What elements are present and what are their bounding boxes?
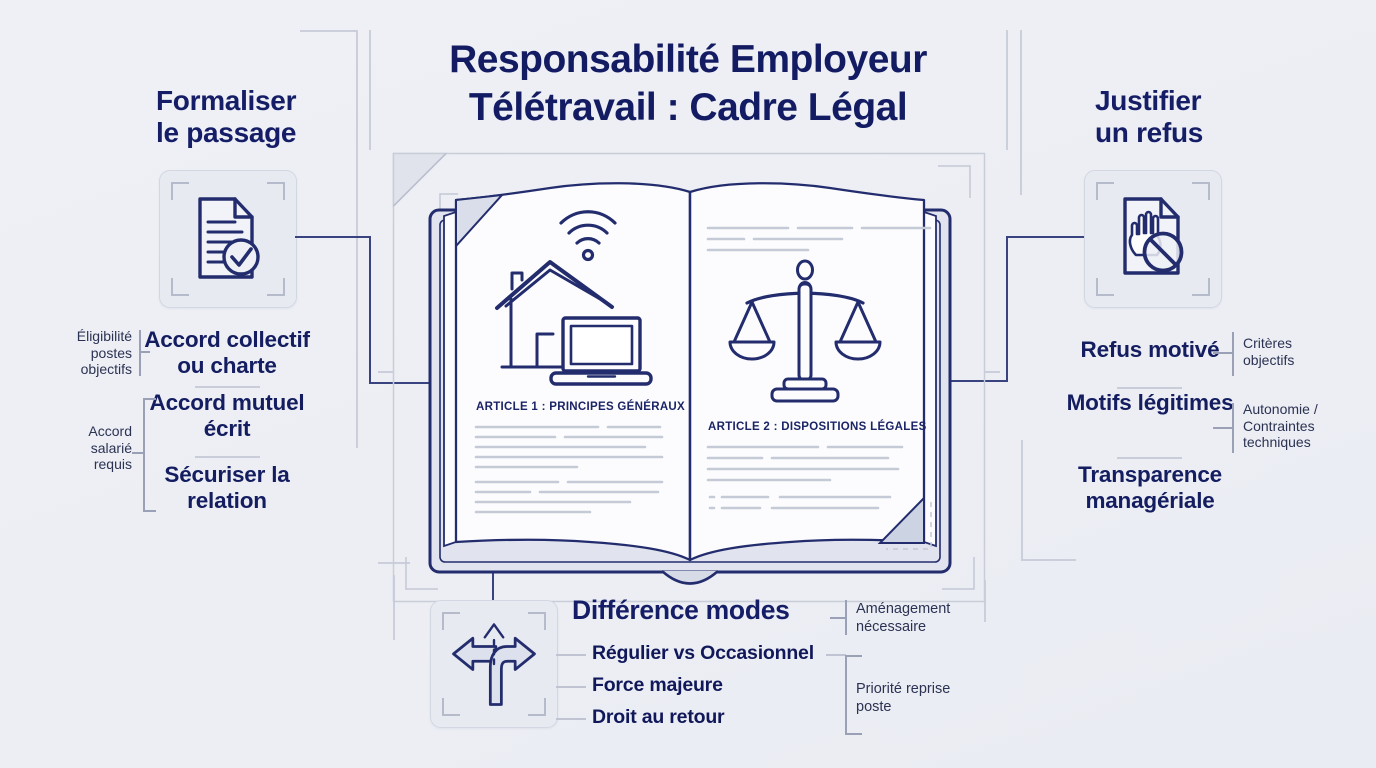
left-section-heading: Formaliser le passage [156,85,297,148]
corner-bracket [171,278,189,296]
frame-line [369,30,371,150]
connector-right [1007,236,1084,238]
item-divider [1117,457,1182,459]
label-bracket [830,617,845,619]
hand-stop-prohibition-icon [1123,197,1184,275]
connector-left [295,236,370,238]
placeholder-text-lines [706,445,904,510]
corner-bracket [1096,278,1114,296]
label-bracket [1213,427,1232,429]
frame-tick [393,575,395,640]
frame-line [1021,559,1076,561]
scales-of-justice-icon [728,259,882,403]
right-item-3: Transparence managériale [1078,462,1222,513]
label-bracket [143,398,156,400]
bottom-section-heading: Différence modes [572,595,790,625]
item-divider [195,386,260,388]
corner-bracket [528,612,546,630]
left-icon-card [159,170,297,308]
right-item-1: Refus motivé [1080,337,1220,362]
item-tick [556,718,586,720]
placeholder-text-lines [706,226,932,252]
connector-bottom [492,570,494,601]
label-bracket [845,600,847,635]
item-tick [556,686,586,688]
label-bracket [132,452,143,454]
frame-line [300,30,357,32]
item-divider [195,456,260,458]
frame-line [1021,440,1023,560]
right-icon-card [1084,170,1222,308]
right-side-label-1: Critères objectifs [1243,335,1295,368]
frame-tick [378,371,393,373]
corner-bracket [267,182,285,200]
label-bracket [139,330,141,376]
item-tick [556,654,586,656]
right-page-title: ARTICLE 2 : DISPOSITIONS LÉGALES [708,420,927,433]
open-book-icon: ARTICLE 1 : PRINCIPES GÉNÉRAUX [392,152,986,603]
bottom-item-3: Droit au retour [592,706,725,728]
connector-left [369,236,371,383]
corner-bracket [442,698,460,716]
bottom-item-2: Force majeure [592,674,723,696]
left-item-2: Accord mutuel écrit [149,390,305,441]
label-bracket [143,398,145,511]
corner-bracket [1192,182,1210,200]
corner-bracket [528,698,546,716]
page-title: Responsabilité Employeur Télétravail : C… [344,36,1032,132]
label-bracket [845,655,862,657]
page-title-line1: Responsabilité Employeur [449,38,927,81]
right-section-heading: Justifier un refus [1095,85,1204,148]
frame-tick [985,371,1000,373]
connector-right [1006,236,1008,382]
bottom-item-1: Régulier vs Occasionnel [592,642,814,664]
bottom-icon-card [430,600,558,728]
left-side-label-2: Accord salarié requis [88,423,132,472]
bottom-side-label-2: Priorité reprise poste [856,681,951,715]
label-bracket [143,510,156,512]
page-title-line2: Télétravail : Cadre Légal [468,86,908,129]
home-wifi-laptop-icon [495,210,653,386]
item-tick [826,654,846,656]
label-bracket [139,351,150,353]
corner-bracket [1096,182,1114,200]
bottom-side-label-1: Aménagement nécessaire [856,601,951,635]
item-divider [1117,387,1182,389]
branching-arrows-icon [452,623,536,706]
placeholder-text-lines [474,425,664,514]
label-bracket [845,733,862,735]
corner-bracket [442,612,460,630]
frame-line [1006,30,1008,150]
right-side-label-2: Autonomie / Contraintes techniques [1243,401,1318,450]
corner-bracket [171,182,189,200]
label-bracket [845,655,847,735]
connector-left [369,382,439,384]
frame-line [1020,30,1022,195]
document-check-icon [198,197,260,279]
label-bracket [1232,403,1234,453]
corner-bracket [1192,278,1210,296]
left-item-1: Accord collectif ou charte [144,327,310,378]
legal-book-illustration: ARTICLE 1 : PRINCIPES GÉNÉRAUX [390,150,990,605]
left-side-label-1: Éligibilité postes objectifs [76,328,132,377]
label-bracket [1232,332,1234,376]
frame-line [356,30,358,448]
left-page-title: ARTICLE 1 : PRINCIPES GÉNÉRAUX [476,400,685,413]
left-item-3: Sécuriser la relation [164,462,290,513]
connector-right [944,380,1007,382]
right-item-2: Motifs légitimes [1066,390,1234,415]
corner-bracket [267,278,285,296]
label-bracket [1213,352,1232,354]
